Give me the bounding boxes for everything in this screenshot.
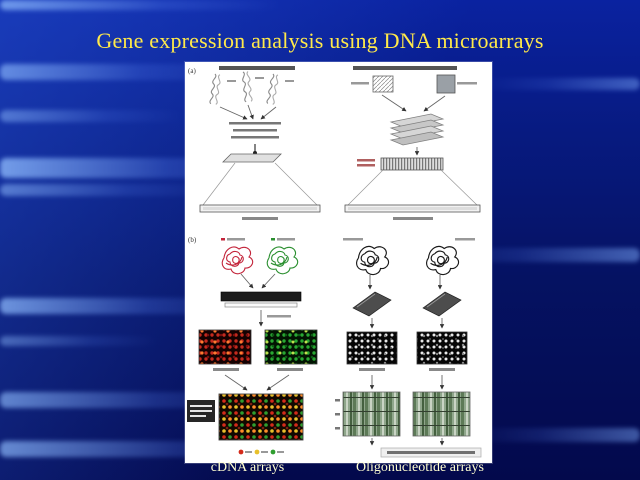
glass-slide-oligo — [344, 204, 481, 213]
photolithography-masks — [389, 113, 445, 146]
hybridization-chips — [352, 291, 462, 317]
microarray-figure-panel: (a) — [185, 62, 492, 463]
oligo-array-bar — [380, 157, 444, 171]
figure-text-greek — [277, 368, 303, 371]
figure-text-greek — [267, 315, 291, 318]
zoom-cone-lines — [347, 169, 478, 206]
down-arrows — [367, 275, 443, 290]
array-image-bw — [346, 331, 398, 365]
array-image-green — [264, 329, 318, 365]
cy5-sample-tangle — [221, 246, 254, 275]
background-streak — [0, 0, 295, 10]
converging-arrows — [240, 273, 276, 289]
combined-label-box — [187, 400, 215, 422]
heatmap-strip — [342, 391, 401, 437]
color-legend — [238, 449, 284, 455]
down-arrows — [369, 438, 445, 446]
printed-slide — [222, 153, 282, 163]
converging-arrows — [224, 374, 290, 391]
background-streak — [0, 110, 192, 122]
caption-cdna-arrays: cDNA arrays — [210, 460, 285, 475]
figure-text-greek — [353, 66, 457, 70]
sample-tangle-black — [356, 245, 390, 276]
panel-b-label: (b) — [188, 236, 197, 244]
sample-labels-greek — [343, 238, 475, 241]
heatmap-strip — [412, 391, 471, 437]
figure-text-greek — [213, 368, 239, 371]
probe-square-icon — [372, 75, 394, 93]
oligo-fabrication-section — [344, 66, 481, 220]
figure-text-greek — [457, 82, 477, 85]
oligo-hybridization-section — [335, 238, 482, 458]
caption-oligonucleotide-arrays: Oligonucleotide arrays — [356, 460, 484, 475]
result-caption-bar — [380, 447, 482, 458]
converging-arrows — [381, 94, 446, 112]
array-image-red — [198, 329, 252, 365]
sample-tangle-black — [426, 245, 460, 276]
wafer-square-icon — [436, 74, 456, 94]
figure-text-greek — [393, 217, 433, 220]
down-arrows — [369, 375, 445, 390]
panel-a-label: (a) — [188, 67, 196, 75]
background-streak — [0, 336, 167, 346]
glass-slide-cdna — [199, 204, 321, 213]
cy3-sample-tangle — [266, 246, 299, 275]
row-labels-greek — [335, 399, 340, 430]
sample-labels-greek — [221, 238, 295, 241]
side-label-greek — [357, 159, 375, 167]
cdna-hybridization-section: (b) — [187, 236, 318, 455]
zoom-cone-lines — [202, 162, 318, 206]
print-pin-icon — [253, 144, 257, 155]
combined-array-image — [218, 393, 304, 441]
slide-title: Gene expression analysis using DNA micro… — [96, 28, 544, 53]
figure-text-greek — [429, 368, 455, 371]
dna-clone-icons — [209, 70, 294, 106]
converging-arrows — [219, 104, 277, 120]
figure-text-greek — [242, 217, 278, 220]
cdna-fabrication-section: (a) — [188, 66, 321, 220]
process-step-text-greek — [229, 122, 281, 139]
hybridization-slide — [220, 291, 302, 308]
microarray-figure: (a) — [187, 66, 482, 458]
figure-text-greek — [351, 82, 369, 85]
background-streak — [473, 78, 640, 90]
array-image-bw — [416, 331, 468, 365]
down-arrows — [369, 318, 445, 329]
figure-text-greek — [359, 368, 385, 371]
figure-text-greek — [219, 66, 295, 70]
